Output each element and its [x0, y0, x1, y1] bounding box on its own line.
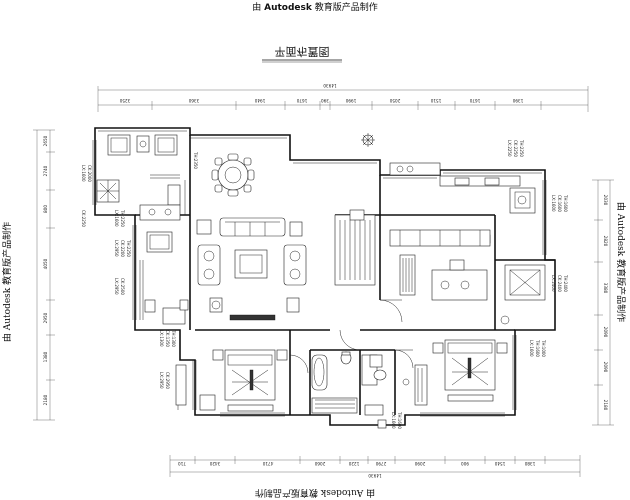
door-swings: [289, 299, 414, 374]
window-tag-24: CK:2400: [557, 275, 562, 292]
bottom-dim-6: 2790: [375, 461, 386, 466]
watermark-bottom: 由 Autodesk 教育版产品制作: [255, 487, 375, 499]
window-tag-26: LX:1600: [529, 340, 534, 357]
plan-title: 平面布置图: [262, 45, 342, 63]
top-left-room-furniture: [96, 134, 181, 206]
window-tags: LX:1600 CK:2000 TH:2350 CK:2250 LX:1600 …: [81, 139, 568, 429]
window-tag-15: CK:1350: [165, 330, 170, 347]
right-dim-6: 2180: [603, 400, 608, 411]
top-total-dim: 14930: [323, 83, 337, 88]
top-dim-4: 1670: [296, 98, 307, 103]
top-dim-2: 3360: [188, 98, 199, 103]
top-dim-10: 1390: [512, 98, 523, 103]
left-dim-3: 800: [43, 205, 48, 213]
window-tag-20: LX:1600: [551, 195, 556, 212]
watermark-top: 由 Autodesk 教育版产品制作: [252, 1, 378, 13]
window-tag-13: CK:2950: [165, 372, 170, 389]
bottom-total-dim: 14930: [368, 473, 382, 478]
bottom-dim-10: 1380: [524, 461, 535, 466]
top-dim-6: 1990: [345, 98, 356, 103]
bathroom-fixtures: [311, 351, 410, 429]
bottom-dimension-chain: 710 3420 4710 2060 1220 2790 2090 900 15…: [169, 455, 581, 478]
window-tag-25: TH:2400: [563, 274, 568, 292]
left-dim-7: 2180: [43, 394, 48, 405]
entry-hall-furniture: [334, 209, 491, 301]
top-dim-8: 1510: [430, 98, 441, 103]
window-tag-30: TH:1600: [397, 411, 402, 429]
plant-icon: [361, 133, 375, 147]
bottom-dim-1: 710: [178, 461, 186, 466]
window-tag-10: LX:2950: [114, 278, 119, 295]
right-dim-1: 2030: [603, 195, 608, 206]
window-tag-8: CK:2200: [120, 240, 125, 257]
bottom-dim-8: 900: [461, 461, 469, 466]
bottom-dim-3: 4710: [262, 461, 273, 466]
window-tag-6: TH:2250: [120, 209, 125, 227]
window-tag-17: LX:2250: [507, 140, 512, 157]
window-tag-7: LX:2950: [114, 240, 119, 257]
window-tag-18: CK:2250: [513, 140, 518, 157]
right-dimension-chain: 2030 2820 3380 2090 2090 2180: [592, 179, 614, 426]
right-dim-3: 3380: [603, 283, 608, 294]
window-tag-19: TH:2250: [519, 139, 524, 157]
bottom-dim-5: 1220: [348, 461, 359, 466]
window-tag-23: LX:2400: [551, 275, 556, 292]
left-dim-5: 2950: [43, 312, 48, 323]
window-tag-14: LX:1300: [159, 330, 164, 347]
top-dimension-chain: 14930 3250 3360 1940 1670 390 1990 2050 …: [97, 83, 589, 112]
interior-walls: [135, 135, 555, 415]
window-tag-28: TH:1000: [541, 339, 546, 357]
window-tag-9: TH:2250: [126, 239, 131, 257]
window-tag-3: TH:2350: [193, 151, 198, 169]
window-tag-1: LX:1600: [81, 165, 86, 182]
watermark-left: 由 Autodesk 教育版产品制作: [1, 222, 13, 342]
top-dim-1: 3250: [119, 98, 130, 103]
window-tag-5: LX:1600: [114, 210, 119, 227]
bottom-dim-9: 1540: [494, 461, 505, 466]
top-dim-3: 1940: [254, 98, 265, 103]
bottom-dim-2: 3420: [209, 461, 220, 466]
window-tag-21: CK:1600: [557, 195, 562, 212]
window-tag-12: LX:2950: [159, 372, 164, 389]
window-tag-11: CK:2500: [120, 278, 125, 295]
living-room-furniture: [196, 217, 307, 321]
window-markers: [92, 140, 547, 417]
dining-table: [211, 153, 255, 197]
top-dim-5: 390: [321, 98, 329, 103]
window-tag-22: TH:1600: [563, 194, 568, 212]
window-tag-4: CK:2250: [81, 210, 86, 227]
top-dim-7: 2050: [389, 98, 400, 103]
window-tag-29: LX:1600: [391, 412, 396, 429]
left-dim-4: 4050: [43, 258, 48, 269]
window-tag-27: TH:1600: [535, 339, 540, 357]
left-dim-1: 2650: [43, 135, 48, 146]
left-dimension-chain: 2650 2740 800 4050 2950 1380 2180: [33, 129, 55, 421]
watermark-right: 由 Autodesk 教育版产品制作: [615, 202, 627, 322]
bedroom-left-furniture: [175, 349, 288, 412]
right-dim-5: 2090: [603, 362, 608, 373]
left-dim-6: 1380: [43, 351, 48, 362]
right-room-furniture: [500, 264, 546, 325]
left-dim-2: 2740: [43, 165, 48, 176]
right-dim-2: 2820: [603, 236, 608, 247]
window-tag-16: TH:1300: [171, 329, 176, 347]
left-room-furniture: [139, 204, 189, 325]
bottom-dim-7: 2090: [414, 461, 425, 466]
right-dim-4: 2090: [603, 327, 608, 338]
plan-title-text: 平面布置图: [275, 45, 330, 58]
bedroom-right-furniture: [414, 339, 508, 406]
window-tag-2: CK:2000: [87, 165, 92, 182]
top-dim-9: 1670: [469, 98, 480, 103]
bottom-dim-4: 2060: [314, 461, 325, 466]
